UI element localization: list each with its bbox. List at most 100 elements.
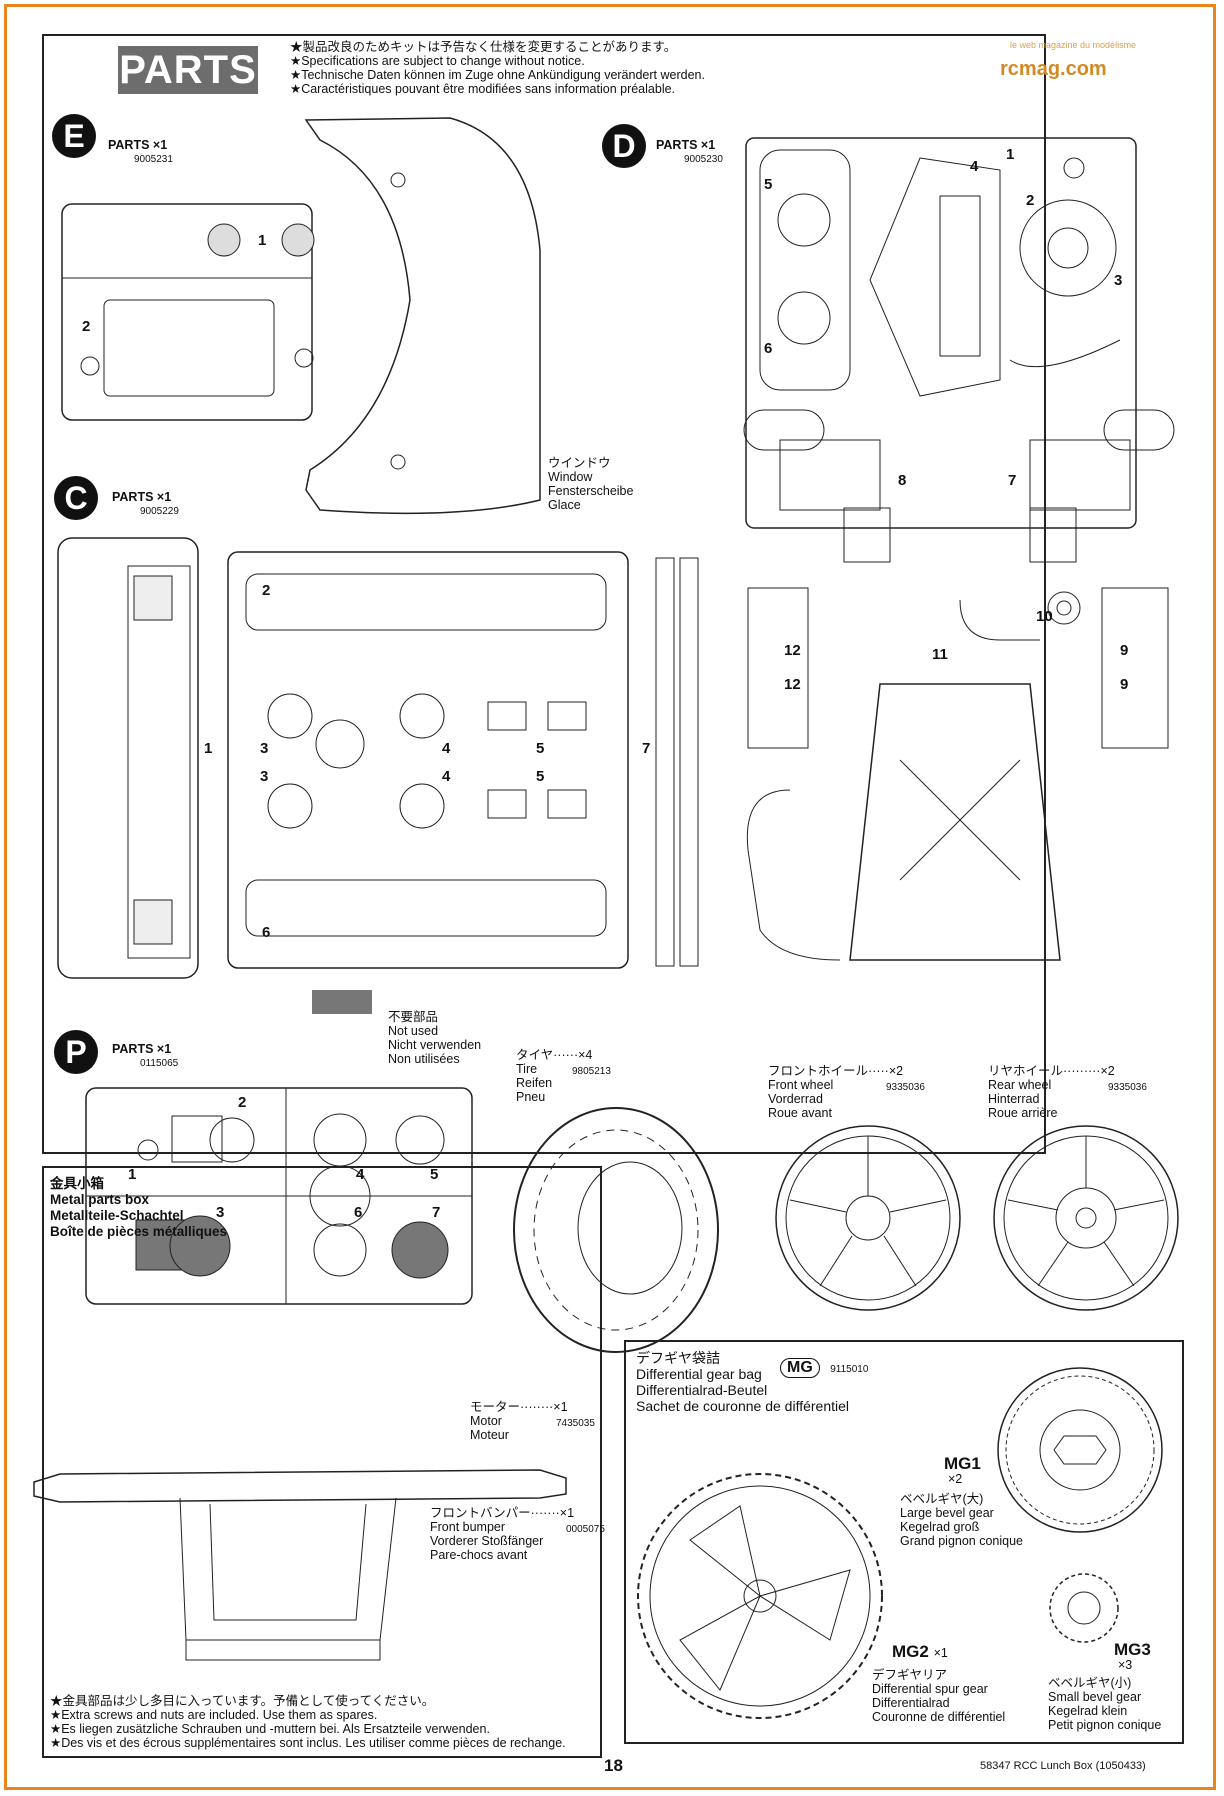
sprue-e-badge: E [52,114,96,158]
mg3-name: MG3 [1114,1640,1151,1659]
sprue-c-part-4b: 4 [442,768,451,785]
note-en: ★Extra screws and nuts are included. Use… [50,1708,378,1722]
sprue-p-part-4: 4 [356,1166,365,1183]
page-number: 18 [604,1756,623,1775]
window-de: Fensterscheibe [548,484,634,498]
unused-ja: 不要部品 [388,1010,439,1024]
sprue-p-part-1: 1 [128,1166,137,1183]
sprue-p-code: 0115065 [140,1058,179,1069]
mg1-ja: ベベルギヤ(大) [900,1492,984,1506]
bumper-fr: Pare-chocs avant [430,1548,528,1562]
sprue-d2-part-10: 10 [1036,608,1053,625]
front-wheel-en: Front wheel [768,1078,834,1092]
note-fr: ★Des vis et des écrous supplémentaires s… [50,1736,566,1750]
note-de: ★Es liegen zusätzliche Schrauben und -mu… [50,1722,490,1736]
sprue-d-part-3: 3 [1114,272,1123,289]
rear-wheel-label: リヤホイール·········×2 Rear wheel Hinterrad R… [988,1064,1115,1120]
front-wheel-de: Vorderrad [768,1092,823,1106]
sprue-e-code: 9005231 [134,154,173,165]
mg2-ja: デフギヤリア [872,1668,948,1682]
tire-title: タイヤ······×4 [516,1048,593,1062]
sprue-d-part-8: 8 [898,472,907,489]
metal-box-fr: Boîte de pièces métalliques [50,1224,228,1239]
front-wheel-fr: Roue avant [768,1106,832,1120]
mg2-en: Differential spur gear [872,1682,988,1696]
notices: ★製品改良のためキットは予告なく仕様を変更することがあります。 ★Specifi… [290,40,705,96]
motor-title: モーター········×1 [470,1400,568,1414]
sprue-c-part-1: 1 [204,740,213,757]
diff-bag-panel [624,1340,1184,1744]
rear-wheel-code: 9335036 [1108,1082,1147,1093]
mg2-label: デフギヤリア Differential spur gear Differenti… [872,1668,1005,1724]
watermark-subtext: le web magazine du modélisme [1010,40,1137,50]
tire-label: タイヤ······×4 Tire Reifen Pneu [516,1048,592,1104]
page-title: PARTS [118,46,258,94]
sprue-p-badge: P [54,1030,98,1074]
sprue-d2-part-9: 9 [1120,642,1129,659]
watermark: rcmag.com [1000,58,1107,81]
sprue-d-part-1: 1 [1006,146,1015,163]
extra-screws-notes: ★金具部品は少し多目に入っています。予備として使ってください。 ★Extra s… [50,1694,566,1750]
sprue-d-label: PARTS ×1 [656,138,716,152]
sprue-p-label: PARTS ×1 [112,1042,172,1056]
sprue-c-part-4: 4 [442,740,451,757]
sprue-c-part-2: 2 [262,582,271,599]
motor-en: Motor [470,1414,502,1428]
motor-fr: Moteur [470,1428,509,1442]
unused-en: Not used [388,1024,439,1038]
rear-wheel-fr: Roue arrière [988,1106,1058,1120]
note-ja: ★金具部品は少し多目に入っています。予備として使ってください。 [50,1694,435,1708]
mg2-de: Differentialrad [872,1696,950,1710]
front-wheel-title: フロントホイール·····×2 [768,1064,904,1078]
diff-bag-label: デフギヤ袋詰 Differential gear bag Differentia… [636,1350,849,1414]
sprue-d-badge: D [602,124,646,168]
unused-de: Nicht verwenden [388,1038,482,1052]
sprue-d-code: 9005230 [684,154,723,165]
watermark-text: rcmag.com [1000,58,1107,80]
sprue-p-part-3: 3 [216,1204,225,1221]
rear-wheel-de: Hinterrad [988,1092,1040,1106]
sprue-p-part-6: 6 [354,1204,363,1221]
tire-fr: Pneu [516,1090,546,1104]
metal-box-panel [42,1166,602,1758]
mg1-de: Kegelrad groß [900,1520,980,1534]
sprue-c-badge: C [54,476,98,520]
unused-label: 不要部品 Not used Nicht verwenden Non utilis… [388,1010,481,1066]
mg3-ja: ベベルギヤ(小) [1048,1676,1132,1690]
metal-box-label: 金具小箱 Metal parts box Metallteile-Schacht… [50,1176,227,1240]
sprue-d2-part-9b: 9 [1120,676,1129,693]
sprue-c-label: PARTS ×1 [112,490,172,504]
sprue-d-part-5: 5 [764,176,773,193]
mg3-qty: ×3 [1118,1658,1133,1672]
mg1-name: MG1 [944,1454,981,1473]
product-id: 58347 RCC Lunch Box (1050433) [980,1760,1146,1772]
sprue-c-part-7: 7 [642,740,651,757]
front-wheel-label: フロントホイール·····×2 Front wheel Vorderrad Ro… [768,1064,903,1120]
sprue-e-part-1: 1 [258,232,267,249]
notice-ja: ★製品改良のためキットは予告なく仕様を変更することがあります。 [290,40,677,54]
sprue-p-part-7: 7 [432,1204,441,1221]
sprue-c-code: 9005229 [140,506,179,517]
tire-code: 9805213 [572,1066,611,1077]
window-en: Window [548,470,593,484]
mg1-label: ベベルギヤ(大) Large bevel gear Kegelrad groß … [900,1492,1023,1548]
metal-box-ja: 金具小箱 [50,1176,104,1191]
sprue-d-part-2: 2 [1026,192,1035,209]
window-ja: ウインドウ [548,456,611,470]
notice-de: ★Technische Daten können im Zuge ohne An… [290,68,705,82]
metal-box-de: Metallteile-Schachtel [50,1208,184,1223]
sprue-c-part-3b: 3 [260,768,269,785]
sprue-d2-part-12b: 12 [784,676,801,693]
sprue-c-part-6: 6 [262,924,271,941]
bumper-label: フロントバンパー·······×1 Front bumper Vorderer … [430,1506,574,1562]
window-label: ウインドウ Window Fensterscheibe Glace [548,456,633,512]
notice-fr: ★Caractéristiques pouvant être modifiées… [290,82,676,96]
sprue-p-part-2: 2 [238,1094,247,1111]
sprue-d-part-6: 6 [764,340,773,357]
